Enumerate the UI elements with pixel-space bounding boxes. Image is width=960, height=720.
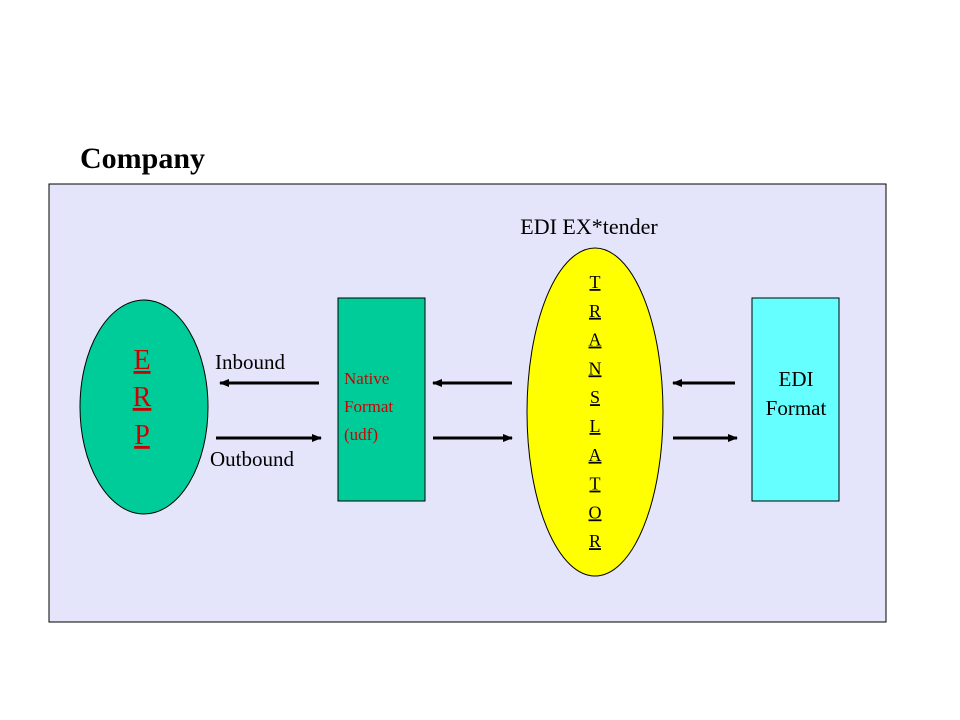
- translator-letter: S: [590, 387, 600, 407]
- edi-format-line: EDI: [779, 367, 814, 391]
- translator-letter: A: [589, 445, 602, 465]
- translator-letter: R: [589, 301, 601, 321]
- edi-format-box: [751, 297, 840, 502]
- erp-letter: E: [133, 345, 150, 376]
- translator-name: EDI EX*tender: [520, 214, 658, 239]
- translator-letter: N: [589, 358, 602, 378]
- native-format-line: Native: [344, 369, 389, 388]
- native-format-line: (udf): [344, 425, 378, 444]
- translator-letter: T: [590, 474, 601, 494]
- outbound-label: Outbound: [210, 447, 295, 471]
- translator-letter: L: [590, 416, 601, 436]
- translator-letter: R: [589, 531, 601, 551]
- translator-letter: O: [589, 502, 602, 522]
- erp-letter: R: [133, 382, 152, 413]
- erp-letter: P: [134, 420, 150, 451]
- translator-letter: T: [590, 272, 601, 292]
- inbound-label: Inbound: [215, 350, 285, 374]
- translator-ellipse: [526, 247, 664, 577]
- native-format-line: Format: [344, 397, 393, 416]
- translator-letter: A: [589, 330, 602, 350]
- edi-format-line: Format: [766, 396, 827, 420]
- erp-ellipse: [79, 299, 209, 515]
- page-title: Company: [80, 142, 206, 175]
- native-format-box: [337, 297, 426, 502]
